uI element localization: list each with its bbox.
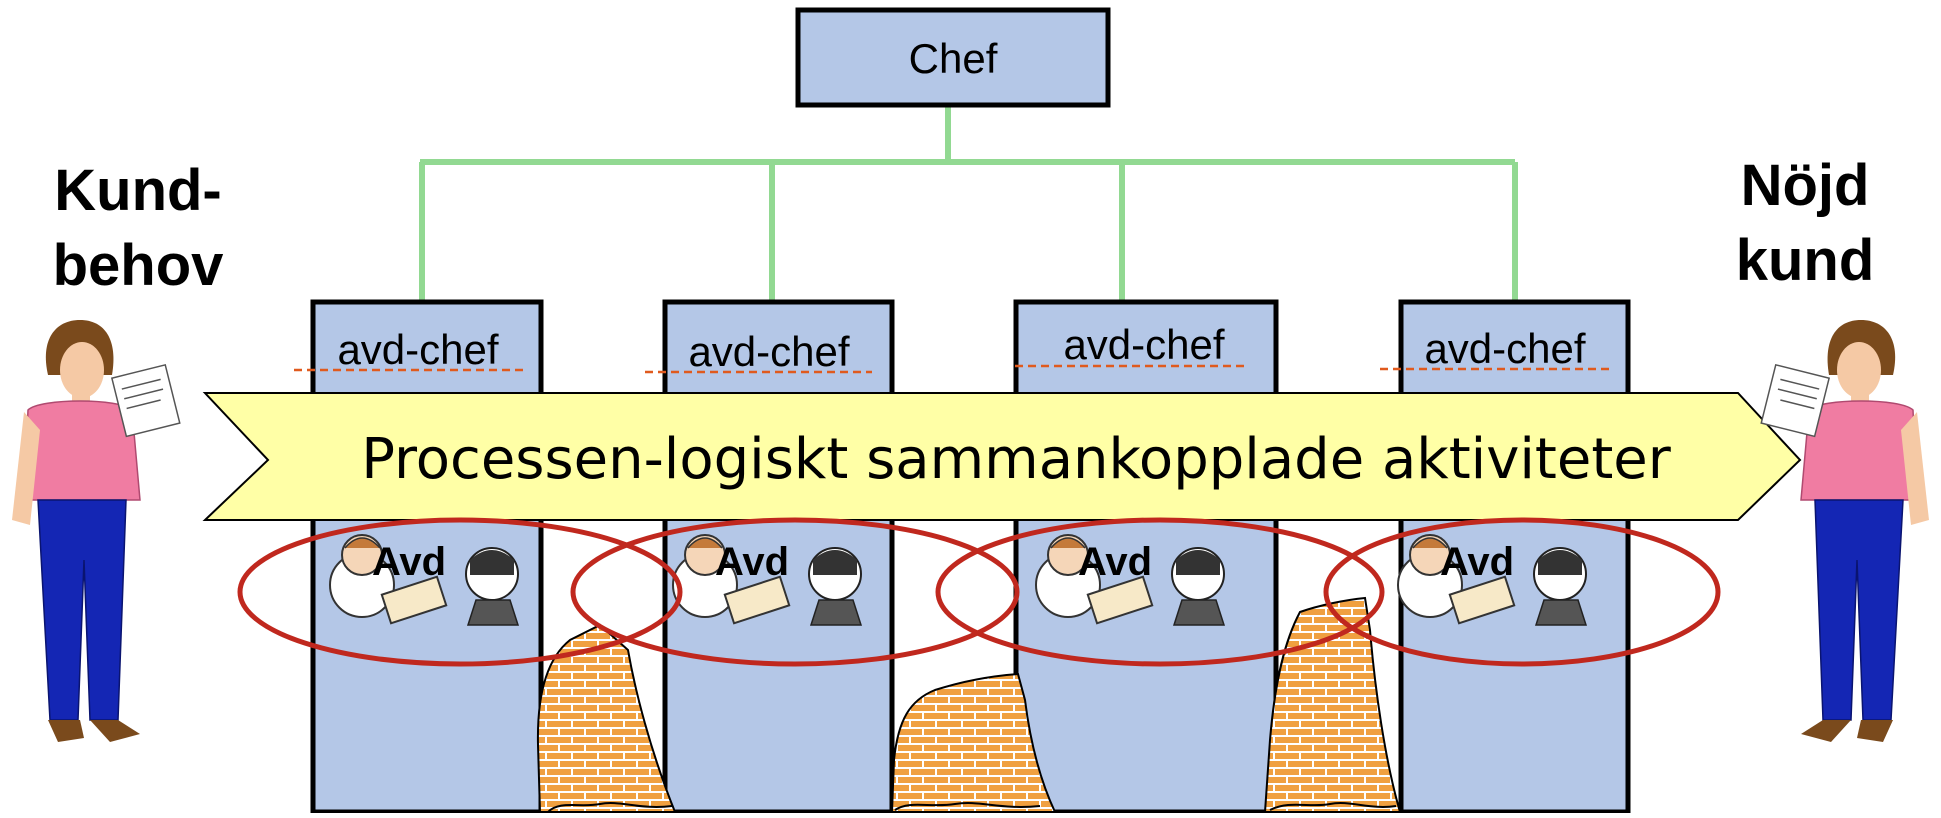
department-head-label-2: avd-chef — [688, 328, 849, 375]
department-head-label-4: avd-chef — [1424, 325, 1585, 372]
overlap-ellipses — [237, 517, 1721, 667]
connector-lines — [419, 107, 1518, 302]
satisfied-customer-label-line2: kund — [1736, 228, 1875, 293]
department-unit-label-3: Avd — [1078, 540, 1152, 584]
overlap-ellipse-2 — [570, 517, 1020, 667]
brick-wall-2 — [890, 672, 1057, 813]
department-unit-label-2: Avd — [715, 540, 789, 584]
department-unit-label-4: Avd — [1440, 540, 1514, 584]
overlap-ellipse-4 — [1323, 517, 1721, 667]
department-unit-4: Avd — [1397, 534, 1588, 626]
department-unit-2: Avd — [672, 534, 863, 626]
customer-figure-left — [12, 320, 181, 742]
department-unit-3: Avd — [1035, 534, 1226, 626]
department-head-label-3: avd-chef — [1063, 321, 1224, 368]
chief-label: Chef — [909, 35, 998, 82]
process-banner: Processen-logiskt sammankopplade aktivit… — [202, 392, 1802, 521]
department-unit-label-1: Avd — [372, 540, 446, 584]
customer-figure-right — [1760, 320, 1929, 742]
department-column-3: avd-chef — [1013, 299, 1279, 815]
brick-wall-3 — [1263, 596, 1402, 813]
customer-need-label-line1: Kund- — [54, 158, 222, 223]
chief-box: Chef — [795, 7, 1111, 108]
customer-need-label-line2: behov — [53, 233, 224, 298]
department-unit-1: Avd — [329, 534, 520, 626]
department-head-label-1: avd-chef — [337, 326, 498, 373]
overlap-ellipse-1 — [237, 517, 683, 667]
process-banner-label: Processen-logiskt sammankopplade aktivit… — [361, 427, 1672, 492]
satisfied-customer-label-line1: Nöjd — [1741, 153, 1870, 218]
brick-wall-1 — [536, 623, 677, 813]
overlap-ellipse-3 — [935, 517, 1385, 667]
